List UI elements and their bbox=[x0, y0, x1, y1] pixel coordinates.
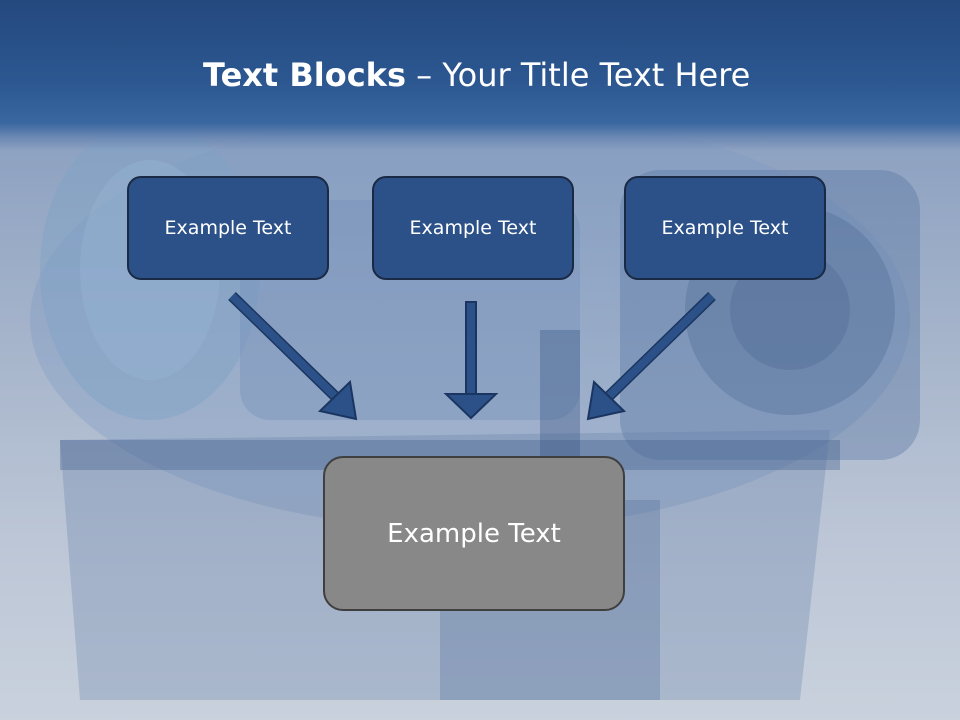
text-block-1[interactable]: Example Text bbox=[127, 176, 329, 280]
text-block-3[interactable]: Example Text bbox=[624, 176, 826, 280]
title-rest: – Your Title Text Here bbox=[406, 56, 751, 94]
title-bar: Text Blocks – Your Title Text Here bbox=[0, 0, 960, 150]
slide-title: Text Blocks – Your Title Text Here bbox=[203, 56, 750, 94]
text-block-2[interactable]: Example Text bbox=[372, 176, 574, 280]
arrow-center bbox=[443, 301, 499, 420]
title-bold: Text Blocks bbox=[203, 56, 406, 94]
target-text-block[interactable]: Example Text bbox=[323, 456, 625, 611]
arrow-right bbox=[586, 292, 716, 421]
arrow-left bbox=[228, 292, 358, 421]
